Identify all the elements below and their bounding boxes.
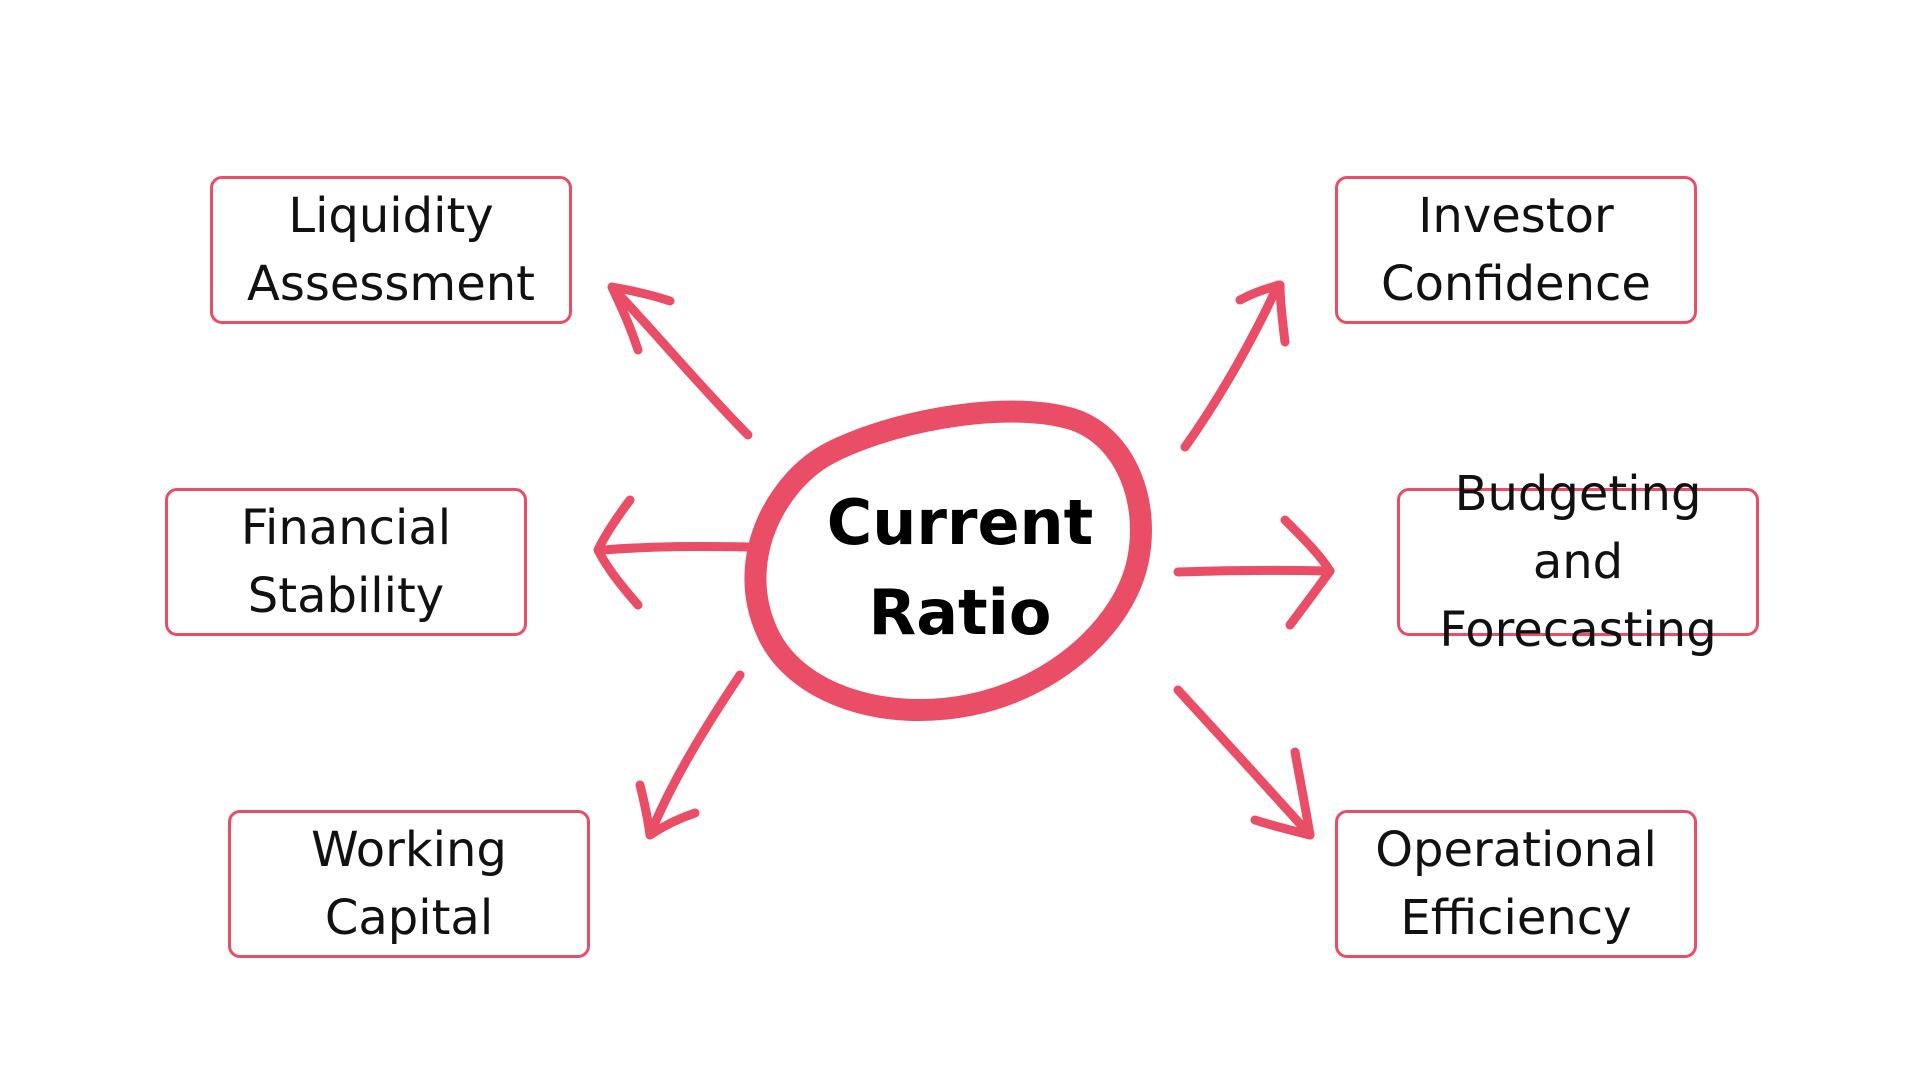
node-budgeting-and-forecasting: Budgeting and Forecasting [1397,466,1759,658]
node-label: Financial Stability [240,499,452,624]
node-investor-confidence: Investor Confidence [1335,176,1697,324]
arrow-liquidity-assessment [607,282,753,440]
arrow-operational-efficiency [1173,685,1315,840]
arrow-working-capital [635,670,745,840]
node-working-capital: Working Capital [228,810,590,958]
center-ellipse [744,400,1152,722]
node-label: Operational Efficiency [1375,821,1657,946]
node-label: Liquidity Assessment [247,187,535,312]
arrow-investor-confidence [1180,280,1290,452]
center-node: Current Ratio [760,418,1160,718]
center-node-label: Current Ratio [826,486,1094,649]
node-label: Investor Confidence [1381,187,1651,312]
node-label: Working Capital [311,821,507,946]
node-liquidity-assessment: Liquidity Assessment [210,176,572,324]
node-label: Budgeting and Forecasting [1439,465,1717,659]
arrow-budgeting-and-forecasting [1173,515,1335,630]
arrow-financial-stability [593,495,753,610]
node-operational-efficiency: Operational Efficiency [1335,810,1697,958]
node-financial-stability: Financial Stability [165,488,527,636]
